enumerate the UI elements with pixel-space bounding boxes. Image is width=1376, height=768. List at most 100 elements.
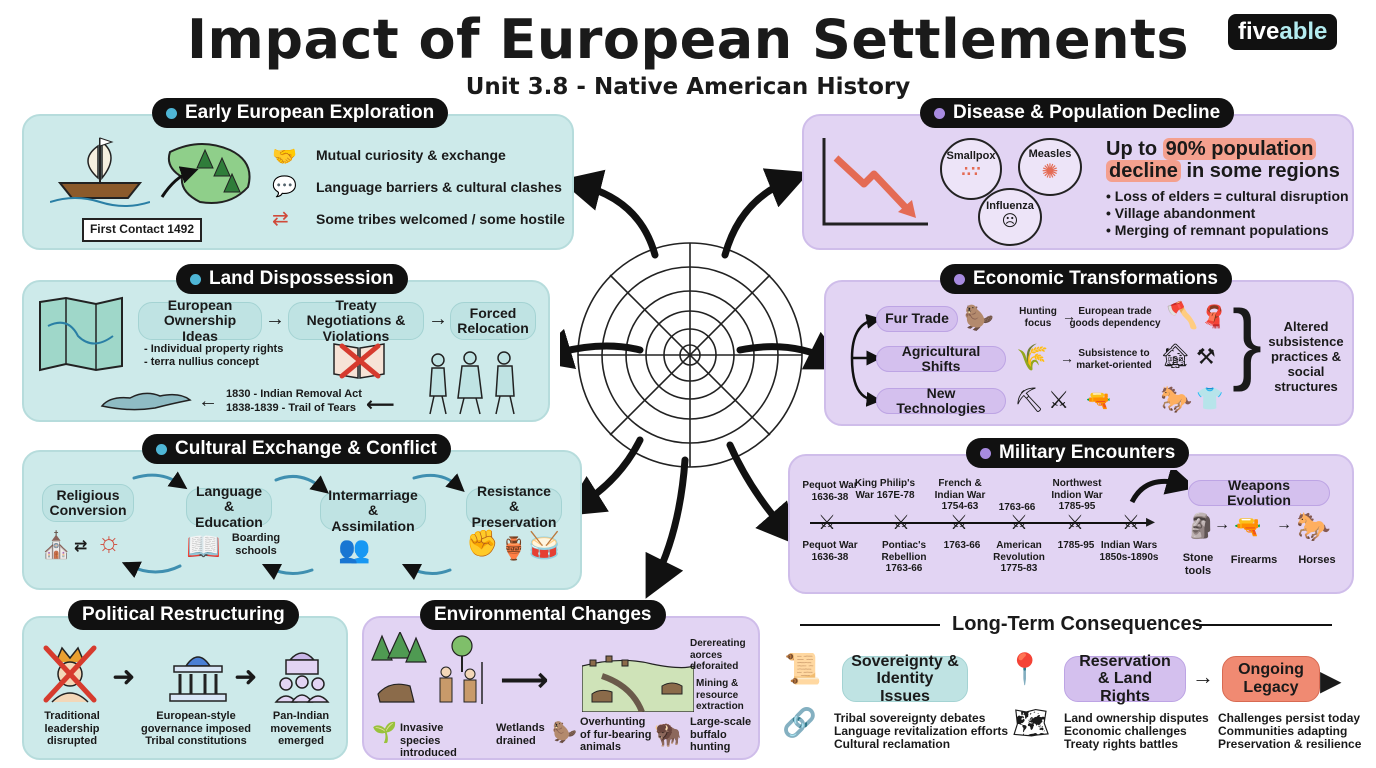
section-dot-icon xyxy=(156,443,167,455)
legacy-item-3: Preservation & resilience xyxy=(1218,737,1362,751)
crossed-swords-icon: ⚔ xyxy=(1010,512,1028,534)
buffalo-icon: 🦬 xyxy=(654,722,682,747)
disease-bullet-1: • Loss of elders = cultural disruption xyxy=(1106,188,1349,204)
web-rings xyxy=(577,242,803,468)
military-bottom-6: Indian Wars 1850s-1890s xyxy=(1099,540,1159,563)
cultural-step-intermarriage: Intermarriage & Assimilation xyxy=(320,487,426,533)
reservation-item-1: Land ownership disputes xyxy=(1064,711,1209,725)
section-dot-icon xyxy=(166,107,177,119)
disease-bullet-2: • Village abandonment xyxy=(1106,205,1256,221)
military-top-3: French & Indian War 1754-63 xyxy=(934,478,986,512)
environment-title: Environmental Changes xyxy=(420,600,666,630)
sick-head-icon: ☹ xyxy=(1001,212,1019,230)
capitol-building-icon xyxy=(169,656,227,702)
environment-bottom-2: Wetlands drained xyxy=(496,722,545,747)
land-note-1: - Individual property rights xyxy=(144,343,284,355)
assembly-people-icon xyxy=(274,652,330,703)
political-item-3: Pan-Indian movements emerged xyxy=(270,710,332,748)
weapons-evolution-pill: Weapons Evolution xyxy=(1188,477,1330,508)
arrow-right-icon: → xyxy=(1062,308,1076,324)
sovereignty-pill: Sovereignty & Identity Issues xyxy=(842,653,968,705)
crossed-chief-icon xyxy=(43,645,97,703)
plow-icon: ⚒ xyxy=(1196,344,1216,369)
exploration-item-2: Language barriers & cultural clashes xyxy=(316,179,562,195)
drum-icon: 🥁 xyxy=(528,530,561,560)
arrow-right-icon: → xyxy=(265,308,285,330)
political-title: Political Restructuring xyxy=(68,600,299,630)
page-title: Impact of European Settlements xyxy=(186,8,1190,71)
cultural-cycle-arrows xyxy=(121,471,465,581)
military-bottom-4: American Revolution 1775-83 xyxy=(993,540,1045,574)
political-title-text: Political Restructuring xyxy=(82,604,285,625)
land-step-ownership: European Ownership Ideas xyxy=(138,297,262,343)
forest-animals-icon xyxy=(371,632,483,704)
timeline-arrowhead-icon: ▸ xyxy=(1146,511,1156,531)
walking-people-icon xyxy=(429,351,515,415)
crossed-swords-icon: ⚔ xyxy=(1066,512,1084,534)
map-icon xyxy=(39,296,123,372)
economic-summary: Altered subsistence practices & social s… xyxy=(1268,319,1344,394)
germ-icon: ✺ xyxy=(1041,160,1059,183)
environment-bottom-1: Invasive species introduced xyxy=(400,722,457,760)
horse-icon: 🐎 xyxy=(1296,511,1331,542)
legacy-item-1: Challenges persist today xyxy=(1218,711,1361,725)
reservation-pill: Reservation & Land Rights xyxy=(1064,653,1186,705)
cultural-step-religious: Religious Conversion xyxy=(42,484,134,522)
territory-shape-icon xyxy=(100,392,192,411)
environment-title-text: Environmental Changes xyxy=(434,604,652,625)
economic-branch-arrows xyxy=(850,313,880,407)
military-top-5: Northwest Indion War 1785-95 xyxy=(1051,478,1103,512)
cultural-step-resistance: Resistance & Preservation xyxy=(466,483,562,529)
cultural-step-language: Language & Education xyxy=(186,483,272,529)
environment-note-1: Derereating aorces deforaited xyxy=(690,638,746,672)
land-event-2: 1838-1839 - Trail of Tears xyxy=(226,402,357,414)
cultural-title: Cultural Exchange & Conflict xyxy=(142,434,451,464)
arrow-right-icon: → xyxy=(1276,516,1292,533)
consequences-rule-left xyxy=(800,624,940,626)
headline-highlight-2: decline xyxy=(1106,160,1181,182)
headline-pre: Up to xyxy=(1106,138,1163,160)
political-panel xyxy=(22,616,348,760)
center-web-diagram xyxy=(560,168,840,599)
page-subtitle: Unit 3.8 - Native American History xyxy=(465,74,911,100)
section-dot-icon xyxy=(190,273,201,285)
wheat-icon: 🌾 xyxy=(1016,342,1049,372)
disease-panel xyxy=(802,114,1354,250)
arrow-right-icon: ⟶ xyxy=(500,661,549,699)
sovereignty-item-2: Language revitalization efforts xyxy=(834,724,1009,738)
shovel-icon: ⛏ xyxy=(1014,387,1045,414)
arrow-right-icon: → xyxy=(1060,350,1074,366)
cloth-roll-icon: 🧣 xyxy=(1200,304,1228,329)
headline-highlight-1: 90% population xyxy=(1162,138,1317,160)
military-timeline xyxy=(810,522,1150,524)
curved-arrow-icon xyxy=(1129,470,1188,504)
arrow-left-icon: ⟵ xyxy=(366,394,395,416)
exploration-item-1: Mutual curiosity & exchange xyxy=(316,147,506,163)
exchange-arrows-icon: ⇄ xyxy=(74,538,88,555)
arrow-left-icon: ← xyxy=(198,390,218,412)
reservation-item-2: Economic challenges xyxy=(1064,724,1187,738)
boarding-schools-label: Boarding schools xyxy=(231,532,281,557)
stone-arrowhead-icon: 🗿 xyxy=(1186,513,1216,540)
land-step-relocation: Forced Relocation xyxy=(450,302,536,340)
fiveable-logo[interactable]: fiveable xyxy=(1228,14,1338,50)
arrow-right-icon: → xyxy=(1214,516,1230,533)
sun-symbol-icon: ☼ xyxy=(96,526,122,557)
deforested-land-icon xyxy=(582,655,694,712)
rifle-icon: 🔫 xyxy=(1234,514,1262,539)
land-step-treaty: Treaty Negotiations & Violations xyxy=(288,297,424,343)
exploration-title: Early European Exploration xyxy=(152,98,449,128)
trade-tools-icon: 🪓 xyxy=(1166,300,1199,330)
pottery-icon: 🏺 xyxy=(500,536,528,561)
disease-bullet-3: • Merging of remnant populations xyxy=(1106,222,1329,238)
political-item-2: European-style governance imposed Tribal… xyxy=(140,710,252,748)
economic-fur-b: European trade goods dependency xyxy=(1069,306,1161,329)
sovereignty-item-1: Tribal sovereignty debates xyxy=(834,711,986,725)
reservation-item-3: Treaty rights battles xyxy=(1064,737,1179,751)
smallpox-label: Smallpox xyxy=(946,150,996,162)
book-icon: 📖 xyxy=(186,531,221,562)
network-people-icon: 🔗 xyxy=(782,707,817,738)
legacy-pill: Ongoing Legacy xyxy=(1222,656,1320,702)
economic-title-text: Economic Transformations xyxy=(973,268,1218,289)
